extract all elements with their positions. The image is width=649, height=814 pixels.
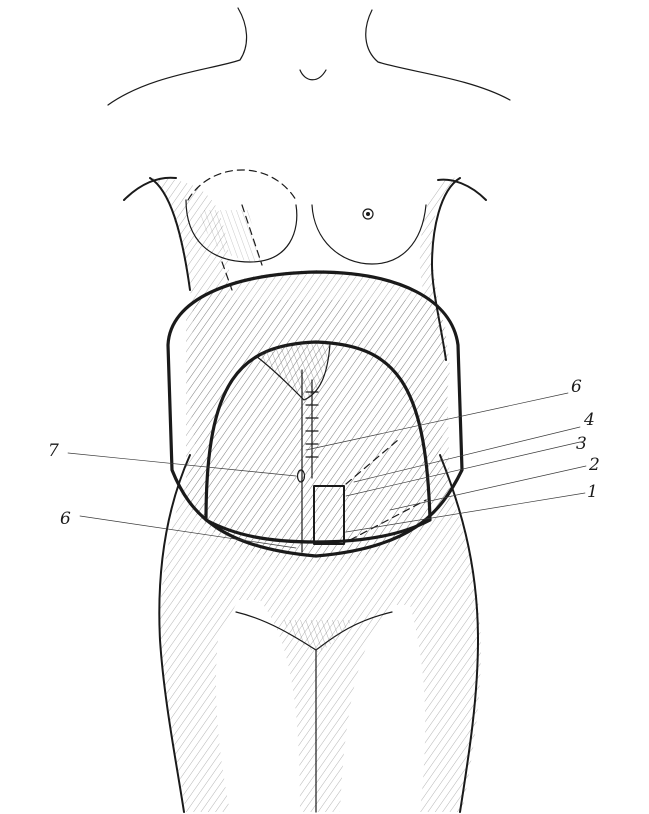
label-7: 7 bbox=[48, 441, 59, 461]
label-2: 2 bbox=[588, 455, 600, 475]
label-3: 3 bbox=[576, 434, 587, 454]
neck-shoulder-outline bbox=[108, 8, 510, 105]
left-breast bbox=[312, 205, 426, 264]
label-1: 1 bbox=[587, 482, 598, 502]
label-6-top: 6 bbox=[571, 377, 582, 397]
label-4: 4 bbox=[583, 410, 595, 430]
label-6-bottom: 6 bbox=[60, 509, 71, 529]
